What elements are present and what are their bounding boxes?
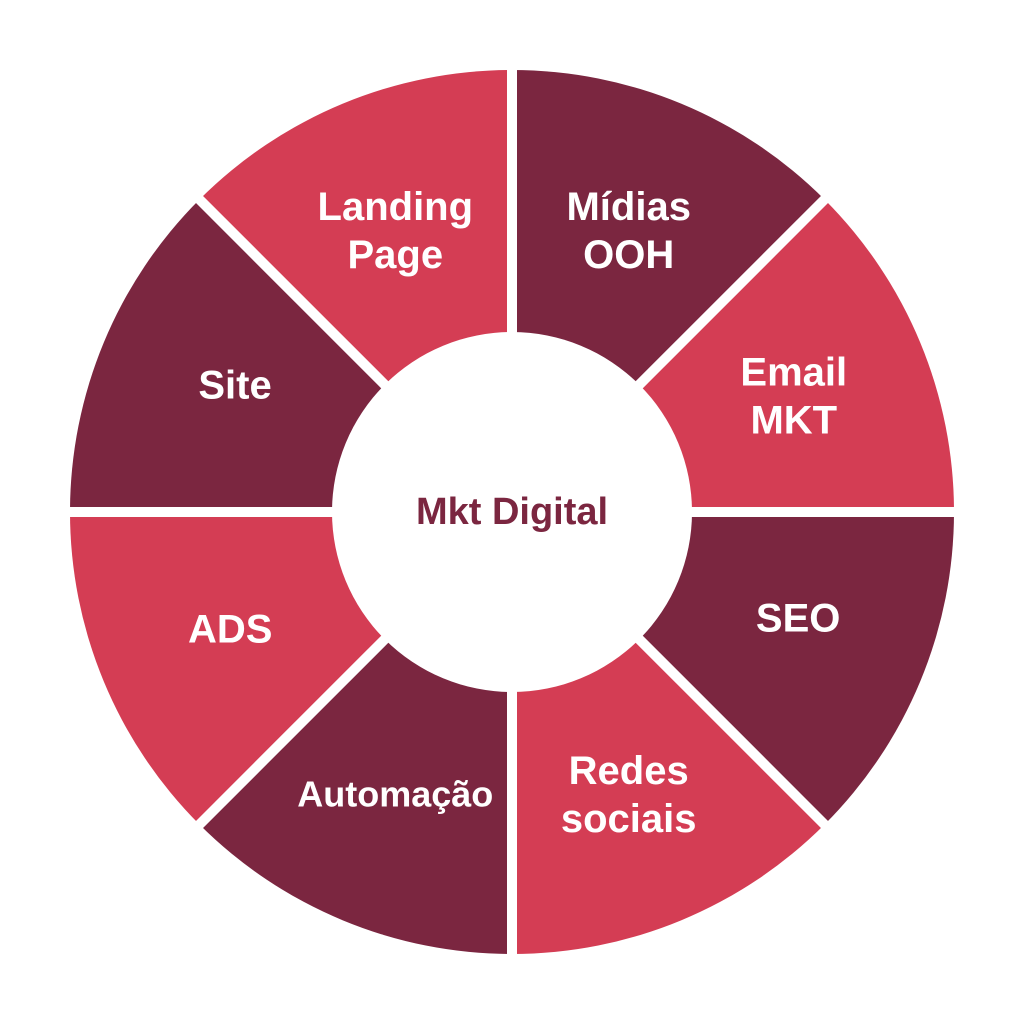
center-circle xyxy=(332,332,692,692)
center-label: Mkt Digital xyxy=(416,491,608,533)
segment-label-line: Landing xyxy=(318,185,474,229)
segment-label-line: SEO xyxy=(756,597,840,641)
segment-label: Site xyxy=(198,363,271,407)
segment-label-line: Email xyxy=(740,350,847,394)
segment-label-line: Mídias xyxy=(566,185,690,229)
segment-label: Automação xyxy=(297,773,493,814)
segment-label-line: Page xyxy=(347,233,443,277)
segment-label: ADS xyxy=(188,608,272,652)
segment-label: SEO xyxy=(756,597,840,641)
segment-label-line: OOH xyxy=(583,233,674,277)
segment-label-line: ADS xyxy=(188,608,272,652)
segment-label-line: MKT xyxy=(750,398,837,442)
segment-label-line: sociais xyxy=(561,797,697,841)
segment-label-line: Redes xyxy=(569,749,689,793)
segment-label-line: Automação xyxy=(297,773,493,814)
segment-label-line: Site xyxy=(198,363,271,407)
